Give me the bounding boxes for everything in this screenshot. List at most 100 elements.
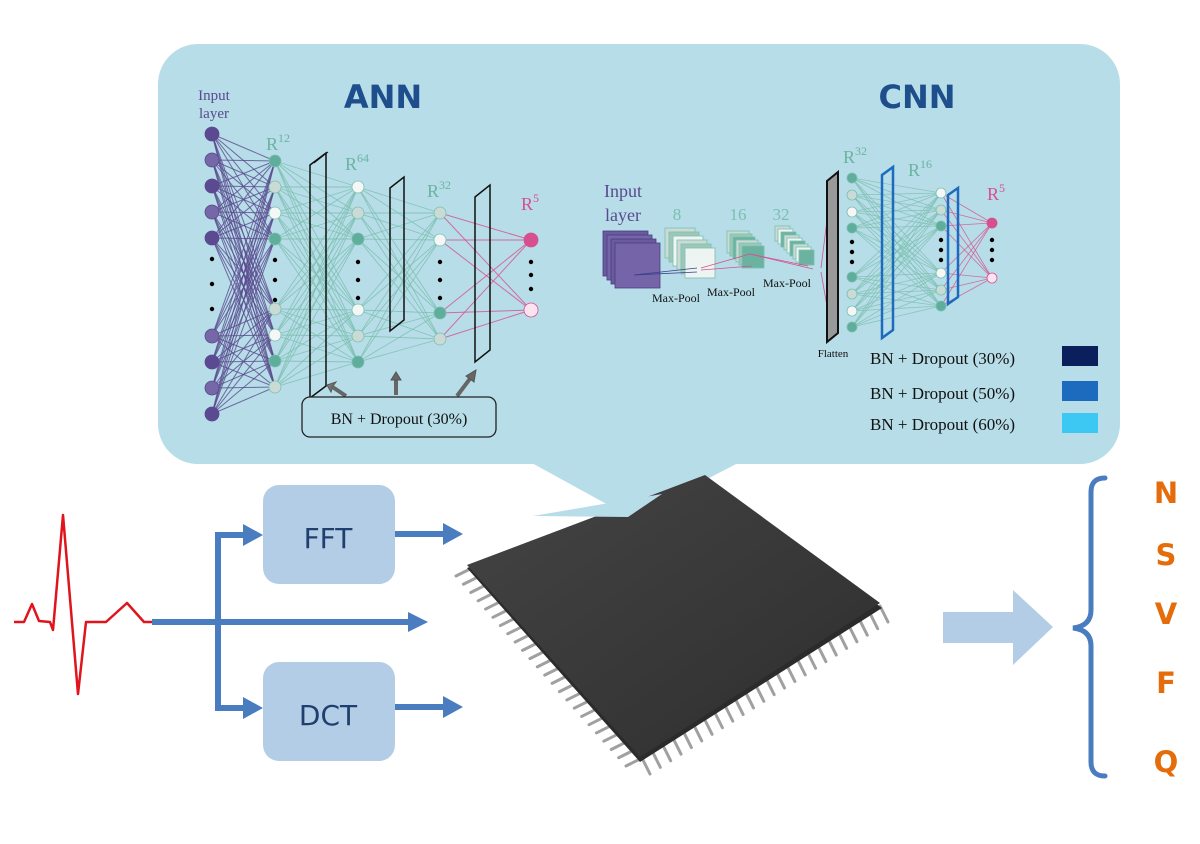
legend-label-30: BN + Dropout (30%) xyxy=(870,349,1015,368)
feature-map xyxy=(614,242,661,289)
neuron xyxy=(935,267,947,279)
arrow-to-dct-icon xyxy=(243,697,263,719)
edge xyxy=(851,289,942,328)
neuron xyxy=(433,233,447,247)
edge xyxy=(274,238,359,388)
edge xyxy=(439,239,532,314)
edge xyxy=(851,272,942,295)
input-feature-map-stack xyxy=(602,230,661,289)
chip-pin xyxy=(702,716,714,736)
edge xyxy=(274,212,359,240)
ann-dropout-label: BN + Dropout (30%) xyxy=(331,411,468,428)
ellipsis-dot xyxy=(528,286,534,292)
neuron xyxy=(935,300,947,312)
edge xyxy=(439,212,532,241)
ellipsis-dot xyxy=(989,257,995,263)
legend-swatch-30 xyxy=(1062,346,1098,366)
chip-pin xyxy=(640,756,652,776)
neuron xyxy=(204,354,220,370)
edge xyxy=(357,312,441,363)
edge xyxy=(274,309,359,336)
edge xyxy=(274,186,359,240)
neuron xyxy=(433,206,447,220)
edge xyxy=(274,160,359,311)
edge xyxy=(851,192,942,295)
edge xyxy=(357,212,441,311)
ann-diagram: ANN Input layer R12 R64 R32 R5 xyxy=(198,78,539,438)
class-label-n: N xyxy=(1154,476,1178,510)
edge xyxy=(940,222,993,307)
edge xyxy=(940,192,993,224)
cnn-layer-label-r5: R5 xyxy=(987,181,1005,204)
ann-dropout-panel-3 xyxy=(474,183,491,364)
edge xyxy=(851,177,942,194)
cnn-input-label-line2: layer xyxy=(605,205,641,225)
neuron xyxy=(351,206,365,220)
edge xyxy=(357,238,441,241)
arrow-to-fft-icon xyxy=(243,524,263,546)
callout-pointer-tip xyxy=(533,494,662,517)
edge xyxy=(211,160,276,337)
callout-pointer xyxy=(530,462,740,518)
dct-label: DCT xyxy=(299,699,358,732)
neuron xyxy=(846,172,858,184)
ellipsis-dot xyxy=(437,295,443,301)
edge xyxy=(851,209,942,328)
edge xyxy=(940,272,993,279)
cnn-conv-filters-3: 32 xyxy=(773,205,790,224)
cnn-layer-label-r32: R32 xyxy=(843,144,867,167)
fft-label: FFT xyxy=(304,522,354,555)
conv1-feature-map-stack xyxy=(664,227,716,279)
chip-pin xyxy=(754,683,766,703)
edge xyxy=(851,177,942,227)
edge xyxy=(211,133,276,162)
edge xyxy=(357,238,441,340)
neuron xyxy=(351,303,365,317)
edge xyxy=(357,212,441,240)
ann-layer-label-r12: R12 xyxy=(266,131,290,154)
ellipsis-dot xyxy=(528,272,534,278)
ellipsis-dot xyxy=(938,257,944,263)
edge xyxy=(274,335,359,388)
edge xyxy=(211,160,276,363)
edge xyxy=(357,212,441,241)
neuron xyxy=(523,302,539,318)
chip-pin xyxy=(723,703,735,723)
ellipsis-dot xyxy=(437,259,443,265)
chip-pin xyxy=(764,677,776,697)
dct-block: DCT xyxy=(263,662,395,761)
edge xyxy=(211,186,276,415)
edge xyxy=(851,192,942,312)
neuron xyxy=(846,288,858,300)
fft-block: FFT xyxy=(263,485,395,584)
neuron xyxy=(204,406,220,422)
neuron xyxy=(846,206,858,218)
neuron xyxy=(268,232,282,246)
edge xyxy=(357,239,441,363)
edge xyxy=(274,186,359,362)
class-label-s: S xyxy=(1156,538,1177,572)
chip-pin xyxy=(743,690,755,710)
ann-title: ANN xyxy=(344,78,422,116)
neuron xyxy=(935,204,947,216)
ann-dropout-panel-1 xyxy=(309,151,329,400)
edge xyxy=(357,338,441,363)
edge xyxy=(851,272,942,278)
edge xyxy=(940,209,993,279)
neuron xyxy=(433,332,447,346)
ellipsis-dot xyxy=(272,257,278,263)
neuron xyxy=(268,206,282,220)
chip-pin xyxy=(806,650,818,670)
neuron xyxy=(986,272,998,284)
neuron xyxy=(204,204,220,220)
chip-pin xyxy=(878,604,890,624)
neuron xyxy=(846,222,858,234)
edge xyxy=(357,212,441,314)
neuron xyxy=(351,232,365,246)
neuron xyxy=(268,180,282,194)
edge xyxy=(940,222,993,291)
edge xyxy=(851,227,942,307)
chip-pin xyxy=(712,710,724,730)
cnn-pool-label-1: Max-Pool xyxy=(652,291,701,305)
edge xyxy=(211,308,276,415)
